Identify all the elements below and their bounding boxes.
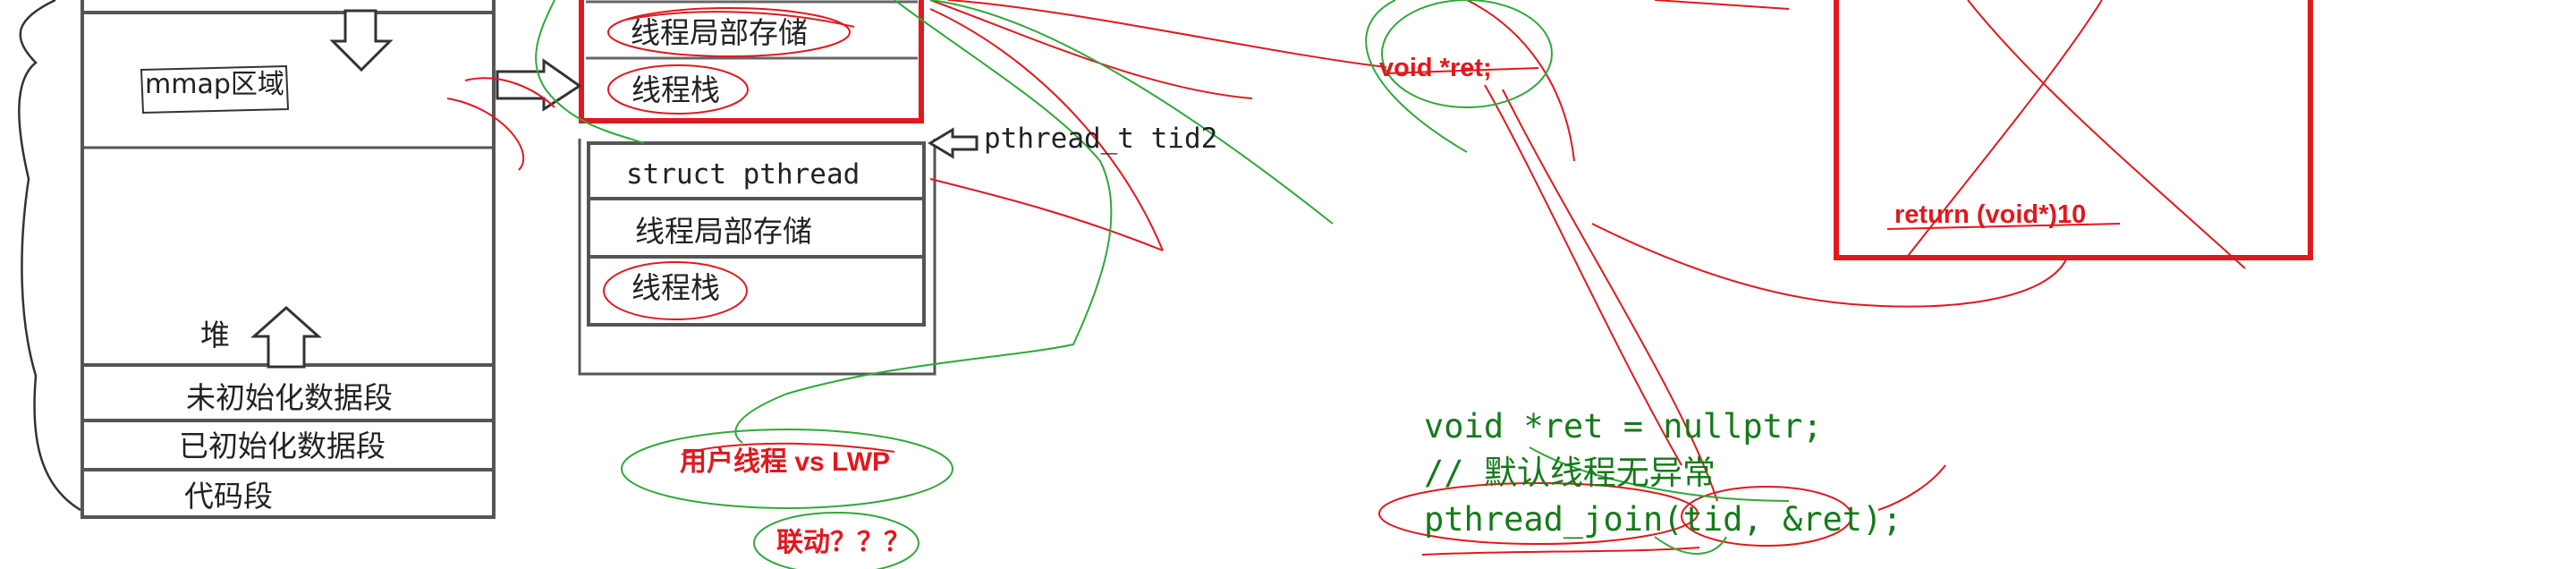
bss-segment-label: 未初始化数据段 [186, 380, 393, 415]
mmap-to-thread-arrow [496, 58, 582, 112]
return-value-note: return (void*)10 [1894, 200, 2087, 229]
green-annotations [535, 0, 1790, 569]
text-segment-label: 代码段 [184, 479, 273, 514]
void-ret-note: void *ret; [1379, 54, 1492, 82]
thread2-struct-label: struct pthread [626, 158, 860, 191]
red-annotations [446, 0, 2246, 556]
thread-function-box [1834, 0, 2313, 260]
curly-brace [18, 0, 81, 512]
mmap-label-box [140, 64, 290, 115]
process-address-space [80, 0, 496, 519]
user-thread-vs-lwp-note: 用户线程 vs LWP [680, 447, 891, 477]
thread2-tls-label: 线程局部存储 [635, 214, 812, 249]
code-line-2: // 默认线程无异常 [1424, 454, 1716, 492]
code-line-3: pthread_join(tid, &ret); [1424, 500, 1902, 539]
linkage-note: 联动？？？ [776, 528, 911, 557]
up-arrow-icon [250, 305, 322, 369]
mmap-region-label: mmap区域 [145, 69, 284, 100]
thread2-tid-label: pthread_t tid2 [984, 123, 1218, 155]
thread1-tls-label: 线程局部存储 [631, 15, 808, 50]
tid2-arrow [928, 127, 979, 159]
thread1-box [579, 0, 924, 123]
heap-label: 堆 [200, 318, 230, 352]
thread1-stack-label: 线程栈 [631, 72, 720, 107]
down-arrow-icon [329, 9, 394, 72]
data-segment-label: 已初始化数据段 [179, 429, 386, 463]
code-line-1: void *ret = nullptr; [1424, 407, 1823, 446]
thread2-stack-label: 线程栈 [631, 270, 720, 305]
thread2-box [578, 139, 936, 376]
